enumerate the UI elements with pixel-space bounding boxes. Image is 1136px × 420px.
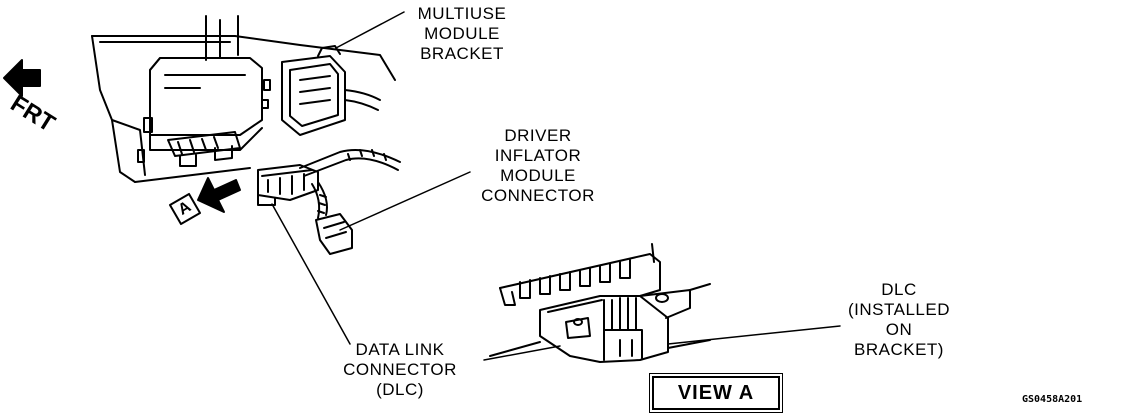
label-line: MODULE xyxy=(424,24,500,43)
dlc-detail-drawing xyxy=(489,243,711,363)
label-line: CONNECTOR xyxy=(343,360,457,379)
label-line: (DLC) xyxy=(376,380,424,399)
front-direction-arrow xyxy=(3,59,41,97)
label-line: DLC xyxy=(881,280,917,299)
figure-code: GS0458A201 xyxy=(1022,394,1083,405)
view-a-title: VIEW A xyxy=(649,373,783,413)
label-line: DATA LINK xyxy=(355,340,445,359)
label-line: ON xyxy=(885,320,913,339)
label-line: (INSTALLED xyxy=(848,300,950,319)
multiuse-module-bracket-drawing xyxy=(91,15,396,183)
label-line: BRACKET) xyxy=(854,340,944,359)
driver-inflator-connector-label: DRIVER INFLATOR MODULE CONNECTOR xyxy=(472,126,604,206)
data-link-connector-label: DATA LINK CONNECTOR (DLC) xyxy=(334,340,466,400)
leader-lines xyxy=(271,11,841,361)
label-line: BRACKET xyxy=(420,44,504,63)
label-line: MODULE xyxy=(500,166,576,185)
label-line: MULTIUSE xyxy=(417,4,507,23)
label-line: DRIVER xyxy=(504,126,572,145)
label-line: CONNECTOR xyxy=(481,186,595,205)
multiuse-module-bracket-label: MULTIUSE MODULE BRACKET xyxy=(404,4,520,64)
dlc-installed-label: DLC (INSTALLED ON BRACKET) xyxy=(836,280,962,360)
label-line: INFLATOR xyxy=(494,146,582,165)
driver-inflator-harness-drawing xyxy=(257,149,401,255)
view-a-arrow xyxy=(168,177,241,226)
